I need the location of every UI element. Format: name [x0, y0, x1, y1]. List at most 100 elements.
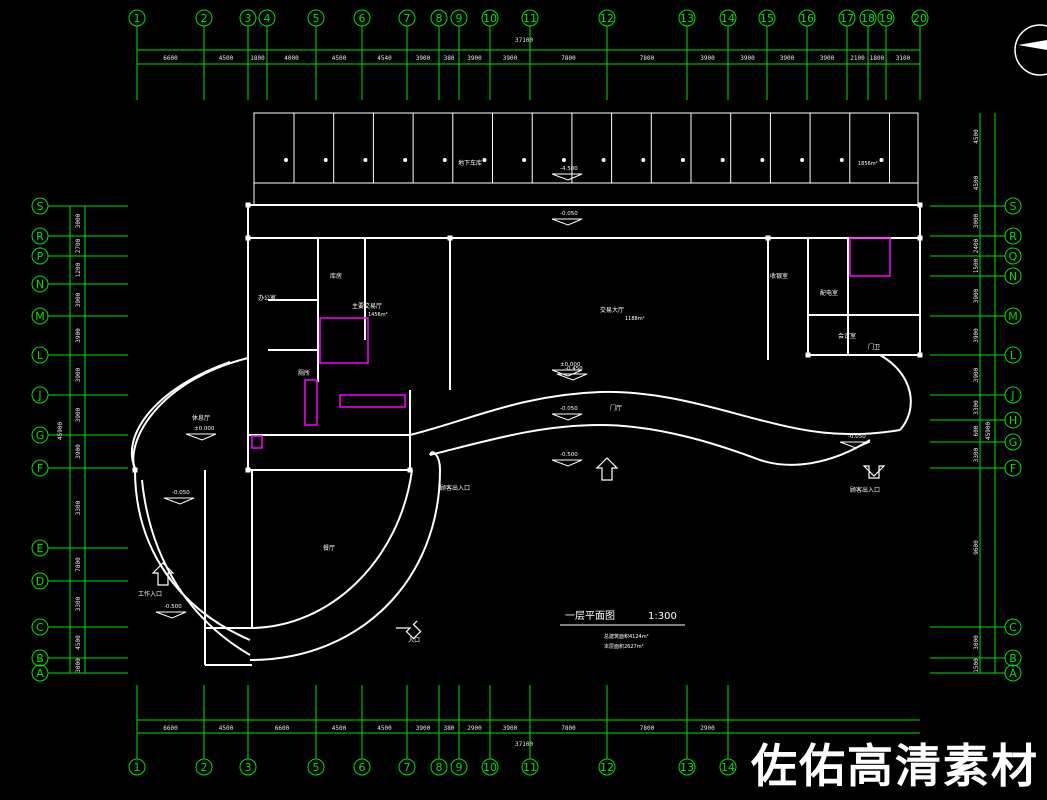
main-walls	[247, 204, 921, 471]
room-area: 1856m²	[858, 161, 878, 167]
axis-label-bottom: 6	[359, 761, 366, 774]
entrance-arrows	[151, 457, 886, 640]
dimension-top: 7800	[561, 55, 576, 62]
room-area: 1456m²	[368, 312, 388, 318]
toilet-fixtures	[251, 237, 891, 449]
elevation-triangle-icon	[551, 173, 583, 181]
structural-columns	[132, 202, 923, 473]
dimension-bottom: 2900	[467, 725, 482, 732]
overall-dimension-right: 45900	[985, 422, 992, 440]
axis-label-top: 3	[245, 12, 252, 25]
dimension-bottom: 4500	[332, 725, 347, 732]
dimension-bottom: 2900	[700, 725, 715, 732]
axis-label-top: 14	[721, 12, 735, 25]
elevation-triangle-icon	[551, 369, 583, 377]
dimension-bottom: 6600	[275, 725, 290, 732]
plan-title: 一层平面图	[565, 610, 615, 622]
axis-label-top: 4	[264, 12, 271, 25]
dimension-right: 3900	[973, 367, 980, 382]
dimension-top: 7800	[640, 55, 655, 62]
room-label: 厕所	[298, 369, 310, 377]
axis-label-left: D	[36, 575, 44, 588]
room-label: 收银室	[770, 272, 788, 280]
dimension-left: 3900	[75, 292, 82, 307]
column-marker	[245, 467, 251, 473]
entrance-arrow-icon	[395, 620, 422, 640]
dimension-bottom: 7800	[640, 725, 655, 732]
column-marker	[245, 202, 251, 208]
dimension-bottom: 7800	[561, 725, 576, 732]
building-outline	[130, 112, 923, 666]
dimension-bottom: 3900	[503, 725, 518, 732]
room-area: 1188m²	[625, 316, 645, 322]
room-label: 会议室	[838, 332, 856, 340]
axis-label-bottom: 12	[600, 761, 614, 774]
axis-label-top: 8	[436, 12, 443, 25]
axis-label-top: 1	[134, 12, 141, 25]
axis-label-bottom: 8	[436, 761, 443, 774]
axis-label-bottom: 10	[483, 761, 497, 774]
dimension-left: 3300	[75, 596, 82, 611]
dimension-right: 3900	[973, 328, 980, 343]
axis-label-left: L	[37, 349, 44, 362]
overall-dimension-bottom: 37100	[515, 741, 533, 748]
axis-label-top: 2	[201, 12, 208, 25]
dimension-right: 3000	[973, 213, 980, 228]
dimension-top: 4540	[377, 55, 392, 62]
axis-label-right: B	[1009, 652, 1017, 665]
axis-label-top: 9	[456, 12, 463, 25]
dimension-top: 4500	[219, 55, 234, 62]
plan-title-block: 一层平面图 1:300 总建筑面积4124m² 本层面积2627m²	[560, 610, 685, 650]
axis-label-bottom: 1	[134, 761, 141, 774]
axis-label-left: E	[37, 542, 44, 555]
axis-label-right: G	[1009, 436, 1018, 449]
dimension-right: 9600	[973, 540, 980, 555]
dimension-right: 4500	[973, 129, 980, 144]
axis-label-top: 17	[840, 12, 854, 25]
dimension-top: 1800	[870, 55, 885, 62]
parking-bays	[253, 112, 919, 205]
axis-label-left: B	[36, 652, 44, 665]
area-note-floor: 本层面积2627m²	[604, 643, 644, 650]
room-label: 餐厅	[323, 544, 335, 552]
dimension-top: 3900	[740, 55, 755, 62]
elevation-mark: -0.050	[848, 434, 866, 440]
dimension-left: 3000	[75, 658, 82, 673]
dimension-left: 4500	[75, 635, 82, 650]
room-label: 交易大厅	[600, 306, 624, 314]
axis-label-left: R	[36, 230, 44, 243]
dimension-top: 3900	[467, 55, 482, 62]
elevation-triangle-icon	[551, 218, 583, 226]
dimension-top: 3900	[780, 55, 795, 62]
axis-label-right: L	[1010, 349, 1017, 362]
axis-label-top: 20	[913, 12, 927, 25]
axis-label-left: C	[36, 621, 44, 634]
axis-label-top: 19	[879, 12, 893, 25]
room-labels: 地下车库主要交易厅交易大厅休息厅餐厅门厅办公室库房收银室配电室会议室厕所门卫工作…	[138, 159, 880, 644]
axis-label-top: 18	[861, 12, 875, 25]
room-label: 库房	[330, 272, 342, 280]
column-marker	[132, 467, 138, 473]
room-label: 配电室	[820, 289, 838, 297]
column-marker	[407, 467, 413, 473]
room-label: 门厅	[610, 404, 622, 412]
dimension-top: 3100	[896, 55, 911, 62]
dimension-left: 1200	[75, 262, 82, 277]
elevation-mark: -0.050	[172, 490, 190, 496]
entrance-arrow-icon	[151, 562, 175, 586]
column-marker	[917, 235, 923, 241]
column-marker	[447, 235, 453, 241]
axis-label-top: 12	[600, 12, 614, 25]
axis-label-bottom: 5	[313, 761, 320, 774]
dimension-right: 3300	[973, 400, 980, 415]
elevation-triangle-icon	[556, 373, 588, 381]
elevation-triangle-icon	[163, 497, 195, 505]
axis-label-bottom: 14	[721, 761, 735, 774]
room-label: 地下车库	[458, 159, 482, 167]
axis-label-right: M	[1008, 310, 1018, 323]
dimension-bottom: 4500	[377, 725, 392, 732]
dimension-right: 3900	[973, 288, 980, 303]
dimension-bottom: 4500	[219, 725, 234, 732]
dimension-right: 1500	[973, 258, 980, 273]
